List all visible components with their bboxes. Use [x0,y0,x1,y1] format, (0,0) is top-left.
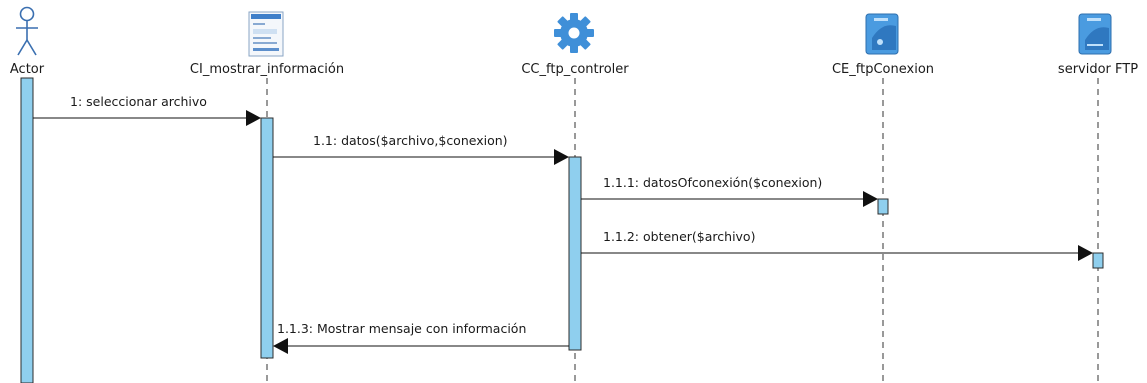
interface-form-icon [248,11,284,57]
participant-label-ce: CE_ftpConexion [832,62,934,77]
gear-icon [554,13,594,53]
stick-figure-icon [16,6,38,56]
message-label-4: 1.1.2: obtener($archivo) [603,229,755,244]
arrowhead-1 [246,110,261,126]
server-icon [1078,13,1112,55]
activation-actor [20,77,34,383]
arrowhead-2 [554,149,569,165]
message-label-1: 1: seleccionar archivo [70,94,207,109]
activation-cc [568,156,582,351]
activation-srv [1092,252,1104,269]
activation-ce [877,198,889,215]
participant-label-actor: Actor [10,62,45,77]
participant-label-srv: servidor FTP [1058,62,1138,77]
arrowhead-5 [273,338,288,354]
message-label-2: 1.1: datos($archivo,$conexion) [313,133,508,148]
arrowhead-3 [863,191,878,207]
activation-ci [260,117,274,359]
arrowhead-4 [1078,245,1093,261]
entity-icon [865,13,899,55]
message-label-5: 1.1.3: Mostrar mensaje con información [277,321,526,336]
participant-label-ci: CI_mostrar_información [190,62,344,77]
message-label-3: 1.1.1: datosOfconexión($conexion) [603,175,822,190]
participant-label-cc: CC_ftp_controler [521,62,629,77]
